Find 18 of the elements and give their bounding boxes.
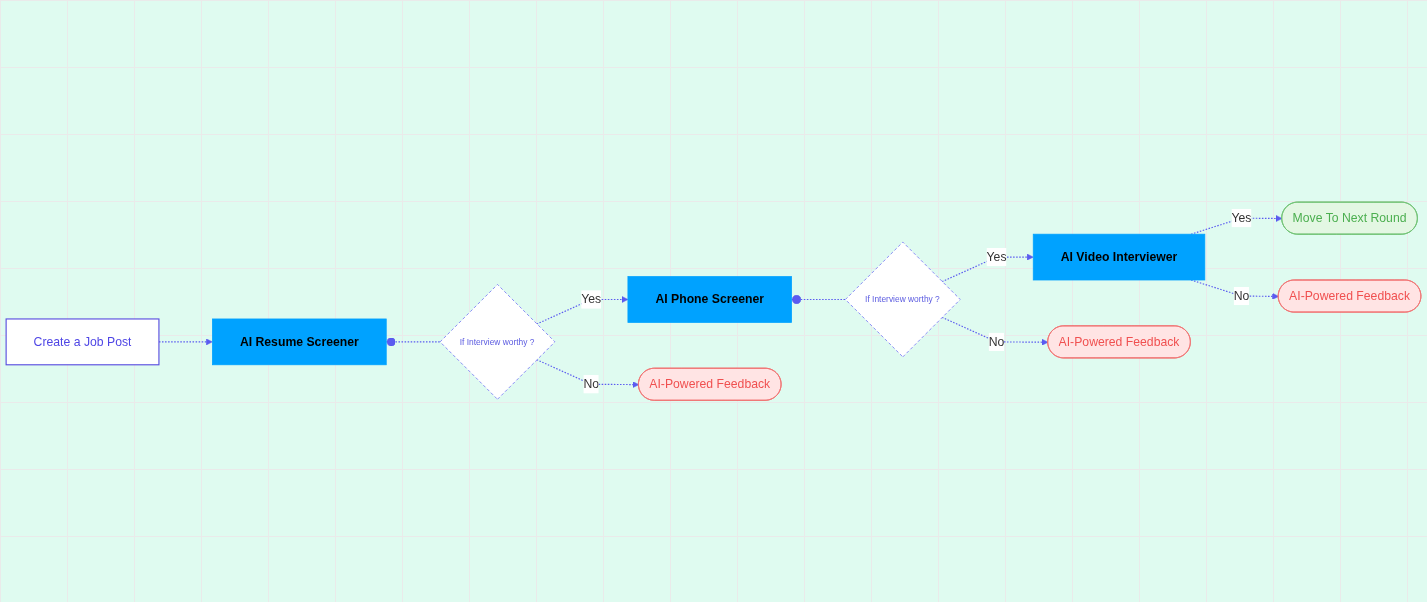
connector <box>385 337 441 347</box>
arrow <box>536 358 640 388</box>
node-box: AI Resume Screener <box>212 318 387 365</box>
arrow <box>536 295 629 325</box>
node-box: Create a Job Post <box>5 318 160 366</box>
node-diamond: If Interview worthy ? <box>845 241 961 358</box>
arrow <box>941 253 1034 283</box>
arrow <box>941 316 1049 346</box>
edge-label: No <box>1233 288 1250 302</box>
edge-label: Yes <box>1231 211 1252 225</box>
node-box: AI Video Interviewer <box>1032 233 1206 281</box>
node-diamond: If Interview worthy ? <box>439 283 556 400</box>
edge-label: No <box>988 334 1005 348</box>
node-box: AI Phone Screener <box>627 276 792 323</box>
edge-label: Yes <box>986 250 1007 263</box>
connector <box>791 294 846 304</box>
edge-label: No <box>583 377 600 391</box>
edge-label: Yes <box>581 292 602 306</box>
